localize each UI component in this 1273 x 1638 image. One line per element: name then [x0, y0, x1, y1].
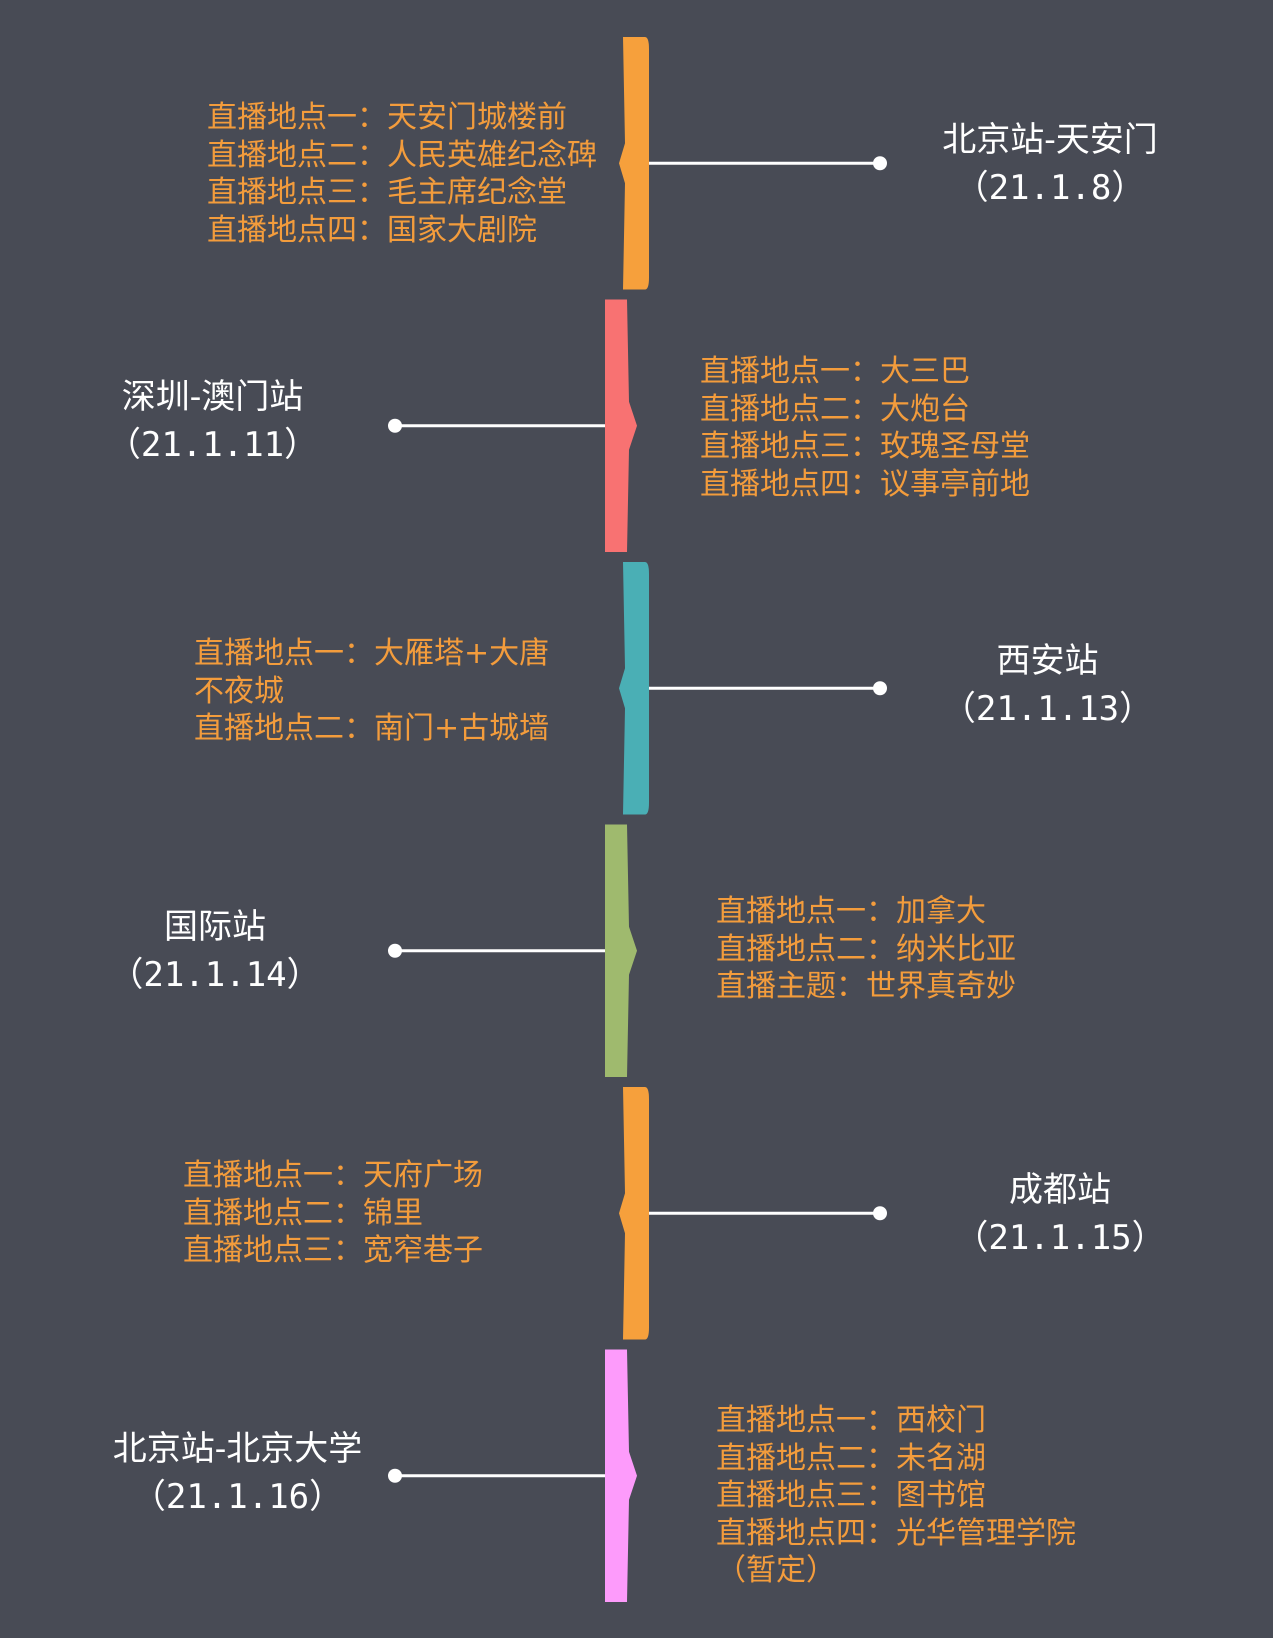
- spot-item: 直播地点三：图书馆: [716, 1478, 986, 1513]
- station-name: 成都站: [1009, 1170, 1111, 1210]
- station-date: （21.1.16）: [131, 1477, 344, 1517]
- spot-item: 直播地点二：未名湖: [716, 1440, 986, 1476]
- spot-item: 直播地点四：议事亭前地: [700, 466, 1030, 502]
- spot-item: 直播地点二：纳米比亚: [716, 931, 1016, 967]
- connector-dot: [873, 681, 887, 696]
- spot-item: 直播地点一：加拿大: [716, 894, 986, 929]
- station-name: 深圳-澳门站: [121, 377, 304, 417]
- timeline-segment: [619, 1087, 649, 1340]
- spot-item: 直播地点四：光华管理学院（暂定）: [716, 1515, 1076, 1589]
- spot-item: 直播地点一：西校门: [716, 1403, 986, 1438]
- spot-item: 直播地点一：大三巴: [700, 354, 970, 389]
- timeline-segment: [619, 37, 649, 290]
- timeline-segment: [605, 1349, 637, 1602]
- timeline-segment: [605, 299, 637, 552]
- spot-item: 直播地点一：天府广场: [183, 1158, 483, 1193]
- timeline-connectors: [388, 156, 887, 1483]
- station-date: （21.1.14）: [109, 955, 321, 995]
- spot-list: 直播地点一：大雁塔+大唐不夜城 直播地点二：南门+古城墙: [194, 635, 554, 748]
- connector-dot: [388, 1468, 402, 1483]
- spot-item: 直播地点二：大炮台: [700, 391, 970, 427]
- station-date: （21.1.15）: [954, 1218, 1166, 1258]
- station-name: 北京站-天安门: [942, 120, 1158, 160]
- station-name: 西安站: [996, 641, 1099, 681]
- spot-item: 直播地点一：大雁塔+大唐不夜城: [194, 636, 550, 709]
- connector-dot: [388, 418, 402, 433]
- spot-item: 直播地点二：人民英雄纪念碑: [207, 137, 597, 173]
- station-name: 国际站: [164, 907, 266, 947]
- timeline-segments: [605, 37, 649, 1602]
- spot-list: 直播地点一：天府广场 直播地点二：锦里 直播地点三：宽窄巷子: [183, 1157, 543, 1270]
- spot-item: 直播地点二：锦里: [183, 1195, 423, 1231]
- station-date: （21.1.11）: [106, 425, 319, 465]
- spot-list: 直播地点一：西校门 直播地点二：未名湖 直播地点三：图书馆 直播地点四：光华管理…: [716, 1402, 1086, 1590]
- timeline-segment: [605, 824, 637, 1077]
- spot-list: 直播地点一：天安门城楼前 直播地点二：人民英雄纪念碑 直播地点三：毛主席纪念堂 …: [207, 99, 607, 249]
- spot-item: 直播地点三：玫瑰圣母堂: [700, 429, 1030, 464]
- spot-item: 直播地点二：南门+古城墙: [194, 711, 550, 746]
- connector-dot: [388, 943, 402, 958]
- spot-item: 直播地点一：天安门城楼前: [207, 100, 567, 135]
- spot-item: 直播主题：世界真奇妙: [716, 969, 1016, 1004]
- connector-dot: [873, 156, 887, 171]
- spot-item: 直播地点四：国家大剧院: [207, 212, 537, 248]
- spot-item: 直播地点三：毛主席纪念堂: [207, 175, 567, 210]
- station-date: （21.1.8）: [954, 168, 1146, 208]
- connector-dot: [873, 1206, 887, 1221]
- station-date: （21.1.13）: [941, 689, 1154, 729]
- spot-item: 直播地点三：宽窄巷子: [183, 1233, 483, 1268]
- spot-list: 直播地点一：加拿大 直播地点二：纳米比亚 直播主题：世界真奇妙: [716, 893, 1096, 1006]
- spot-list: 直播地点一：大三巴 直播地点二：大炮台 直播地点三：玫瑰圣母堂 直播地点四：议事…: [700, 353, 1100, 503]
- timeline-segment: [619, 562, 649, 815]
- station-name: 北京站-北京大学: [112, 1429, 363, 1469]
